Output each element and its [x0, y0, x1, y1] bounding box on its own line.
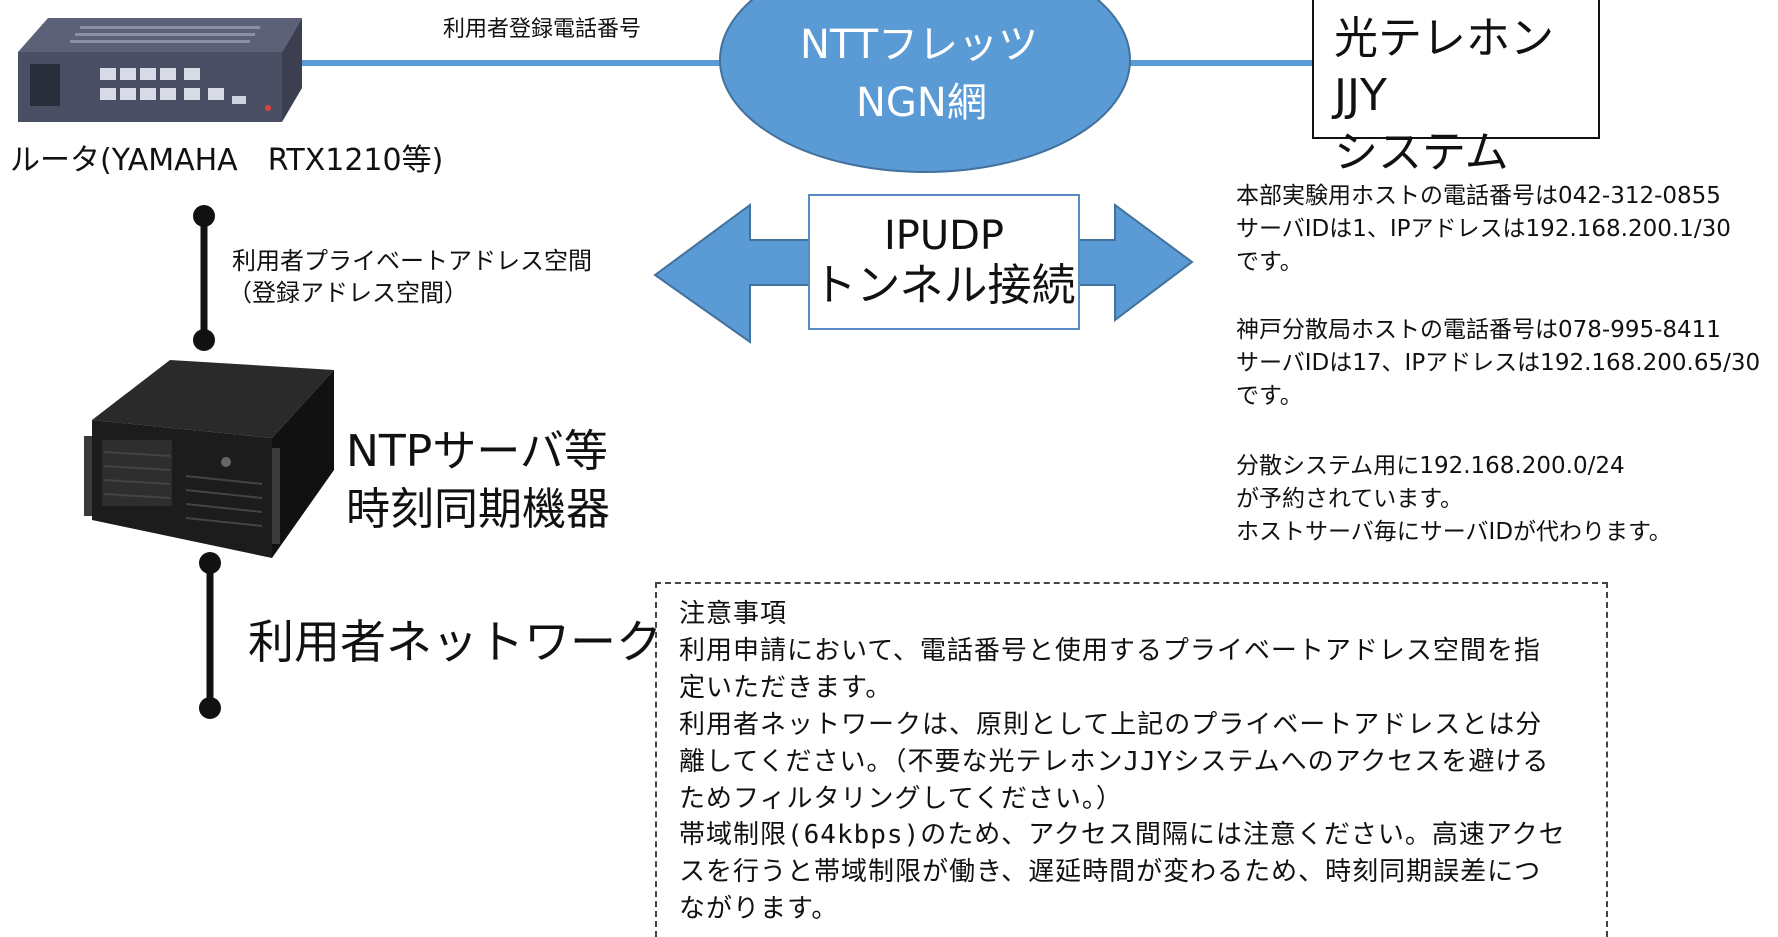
- notes-line8: ながります。: [679, 894, 839, 925]
- info-bunsan-3: ホストサーバ毎にサーバIDが代わります。: [1236, 519, 1672, 545]
- notes-line2: 定いただきます。: [679, 672, 893, 703]
- info-honbu-2: サーバIDは1、IPアドレスは192.168.200.1/30: [1236, 216, 1731, 242]
- ngn-label-line1: NTTフレッツ: [800, 22, 1039, 68]
- notes-line6: 帯域制限(64kbps)のため、アクセス間隔には注意ください。高速アクセ: [679, 820, 1566, 851]
- notes-line7: スを行うと帯域制限が働き、遅延時間が変わるため、時刻同期誤差につ: [679, 857, 1542, 888]
- info-kobe-1: 神戸分散局ホストの電話番号は078-995-8411: [1236, 317, 1721, 343]
- system-label-line1: 光テレホンJJY: [1334, 13, 1554, 122]
- ntp-label-line1: NTPサーバ等: [346, 426, 608, 477]
- info-honbu-1: 本部実験用ホストの電話番号は042-312-0855: [1236, 183, 1721, 209]
- ntp-label-line2: 時刻同期機器: [346, 484, 610, 535]
- user-network-dot-bottom: [199, 697, 221, 719]
- notes-line4: 離してください。（不要な光テレホンJJYシステムへのアクセスを避ける: [679, 746, 1550, 777]
- router-link-label: 利用者登録電話番号: [443, 17, 642, 42]
- info-kobe-2: サーバIDは17、IPアドレスは192.168.200.65/30: [1236, 350, 1761, 376]
- private-link-dot-top: [193, 205, 215, 227]
- notes-line1: 利用申請において、電話番号と使用するプライベートアドレス空間を指: [679, 635, 1541, 666]
- notes-line3: 利用者ネットワークは、原則として上記のプライベートアドレスとは分: [679, 709, 1543, 740]
- router-label: ルータ(YAMAHA RTX1210等): [10, 143, 444, 178]
- ngn-ellipse: [719, 0, 1131, 173]
- notes-title: 注意事項: [679, 599, 788, 629]
- tunnel-label-box: IPUDP トンネル接続: [808, 194, 1080, 330]
- tunnel-label-line2: トンネル接続: [812, 259, 1076, 311]
- user-network-label: 利用者ネットワーク: [248, 615, 662, 669]
- system-label-line2: システム: [1334, 127, 1509, 179]
- info-bunsan-2: が予約されています。: [1236, 486, 1464, 512]
- tunnel-label-line1: IPUDP: [883, 212, 1005, 259]
- router-device-icon: [18, 18, 302, 122]
- rack-server-icon: [84, 360, 334, 558]
- jjy-system-box: 光テレホンJJY システム: [1312, 0, 1600, 178]
- ngn-label-line2: NGN網: [856, 80, 987, 126]
- notes-box: 注意事項 利用申請において、電話番号と使用するプライベートアドレス空間を指 定い…: [655, 582, 1608, 937]
- private-space-line2: （登録アドレス空間）: [228, 279, 468, 307]
- info-bunsan-1: 分散システム用に192.168.200.0/24: [1236, 453, 1625, 479]
- info-kobe-3: です。: [1236, 383, 1303, 409]
- user-network-dot-top: [199, 552, 221, 574]
- private-link-dot-bottom: [193, 329, 215, 351]
- private-space-line1: 利用者プライベートアドレス空間: [232, 247, 592, 275]
- info-honbu-3: です。: [1236, 249, 1303, 275]
- notes-line5: ためフィルタリングしてください。）: [679, 783, 1123, 814]
